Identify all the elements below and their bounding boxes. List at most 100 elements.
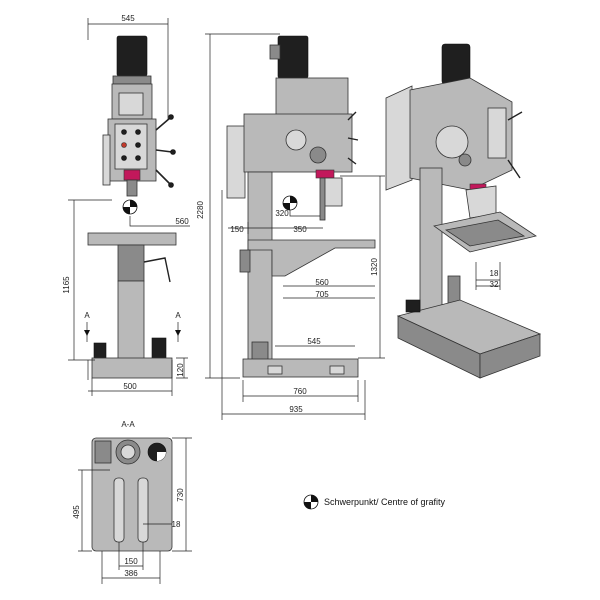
front-table-bracket [117,244,145,282]
iso-table-top [444,219,526,247]
side-feed-hub [309,146,327,164]
iso-chip-guard [465,185,497,219]
dim-label-350: 350 [293,225,307,234]
front-handle-knob-2 [170,149,176,155]
front-chuck-guard [123,169,141,181]
iso-column [419,167,443,329]
dim-label-500: 500 [123,382,137,391]
dim-label-2280: 2280 [196,201,205,219]
front-table [87,232,177,246]
iso-levers [507,111,523,179]
side-view: 2280 320 150 350 1320 560 705 545 760 93… [196,33,385,420]
side-back-cover [226,125,246,199]
front-coolant-pump [93,342,107,359]
iso-dim-lines [475,262,501,290]
side-dim-760-line [242,380,359,402]
section-column-bore [120,444,136,460]
iso-back-cover [385,85,413,191]
dim-label-1320: 1320 [370,258,379,276]
front-base [91,357,173,379]
section-tank-highlight [157,452,166,461]
side-dim-560-705-line [283,285,375,299]
dim-label-320: 320 [275,209,289,218]
side-motor-box [269,44,281,60]
side-gear-cover [285,129,307,151]
front-handle-knob-1 [168,114,174,120]
dim-label-730: 730 [176,488,185,502]
side-chuck-guard [315,169,335,179]
section-dim-386-line [101,551,161,584]
dim-label-150-side: 150 [230,225,244,234]
dim-label-150-section: 150 [124,557,138,566]
side-dim-2280-line [205,33,280,379]
front-dim-120-line [176,357,188,379]
dim-label-386: 386 [124,569,138,578]
section-dim-730-line [172,437,192,552]
dim-label-560-front: 560 [175,217,189,226]
section-slot-right [137,477,149,543]
section-slot-left [113,477,125,543]
side-cog-symbol [282,195,298,211]
iso-view: 18 32 [385,43,542,379]
front-section-arrow-left [84,330,90,336]
iso-feed-hub [458,153,472,167]
front-switch-3 [135,142,141,148]
side-dim-1320-line [340,175,385,359]
legend-label: Schwerpunkt/ Centre of grafity [324,497,446,507]
legend-cog-icon [303,494,319,510]
front-gear-window [118,92,144,116]
dim-label-120: 120 [176,363,185,377]
iso-motor [441,43,471,85]
side-column [247,171,273,363]
side-table-arm [247,239,376,277]
front-dim-500-line [87,360,173,396]
dim-label-705: 705 [315,290,329,299]
legend: Schwerpunkt/ Centre of grafity [303,494,446,510]
side-coolant-pump [251,341,269,361]
front-table-crank [143,257,171,283]
front-motor-flange [112,75,152,85]
front-handle-knob-3 [168,182,174,188]
side-dim-320-line [289,210,320,217]
section-base-plate [91,437,173,552]
front-cog-symbol [122,199,138,215]
side-table-crank [239,249,251,273]
side-dim-935-line [221,190,366,420]
section-label-a-left: A [84,311,90,320]
dim-label-32: 32 [490,280,499,289]
iso-pump [405,299,421,313]
front-dim-1165-line [68,199,112,361]
front-spindle [126,179,138,197]
section-title: A-A [121,420,135,429]
front-motor [116,35,148,77]
iso-coolant-tank [447,275,461,305]
front-feed-handles [155,117,173,185]
section-pump-outline [94,440,112,464]
front-coolant-tank [151,337,167,359]
iso-base-side [479,333,541,379]
dim-label-545-top: 545 [121,14,135,23]
iso-control-panel [487,107,507,159]
section-dim-495-line [78,469,110,552]
front-switch-5 [135,155,141,161]
front-stop-button [121,142,127,148]
side-spindle [319,177,326,221]
front-dim-560-line [129,216,190,227]
side-motor [277,35,309,79]
front-dim-545-line [87,18,169,120]
section-dim-150-line [118,542,144,570]
dim-label-545-side: 545 [307,337,321,346]
front-side-cover [102,134,111,186]
dim-label-18-section: 18 [172,520,181,529]
side-levers [347,111,359,165]
dim-label-760: 760 [293,387,307,396]
dim-label-935: 935 [289,405,303,414]
front-column [117,280,145,360]
dim-label-1165: 1165 [62,276,71,294]
front-control-panel [114,123,148,170]
front-switch-1 [121,129,127,135]
section-aa-view: A-A 730 495 18 150 386 [72,420,192,584]
front-switch-2 [135,129,141,135]
front-switch-4 [121,155,127,161]
